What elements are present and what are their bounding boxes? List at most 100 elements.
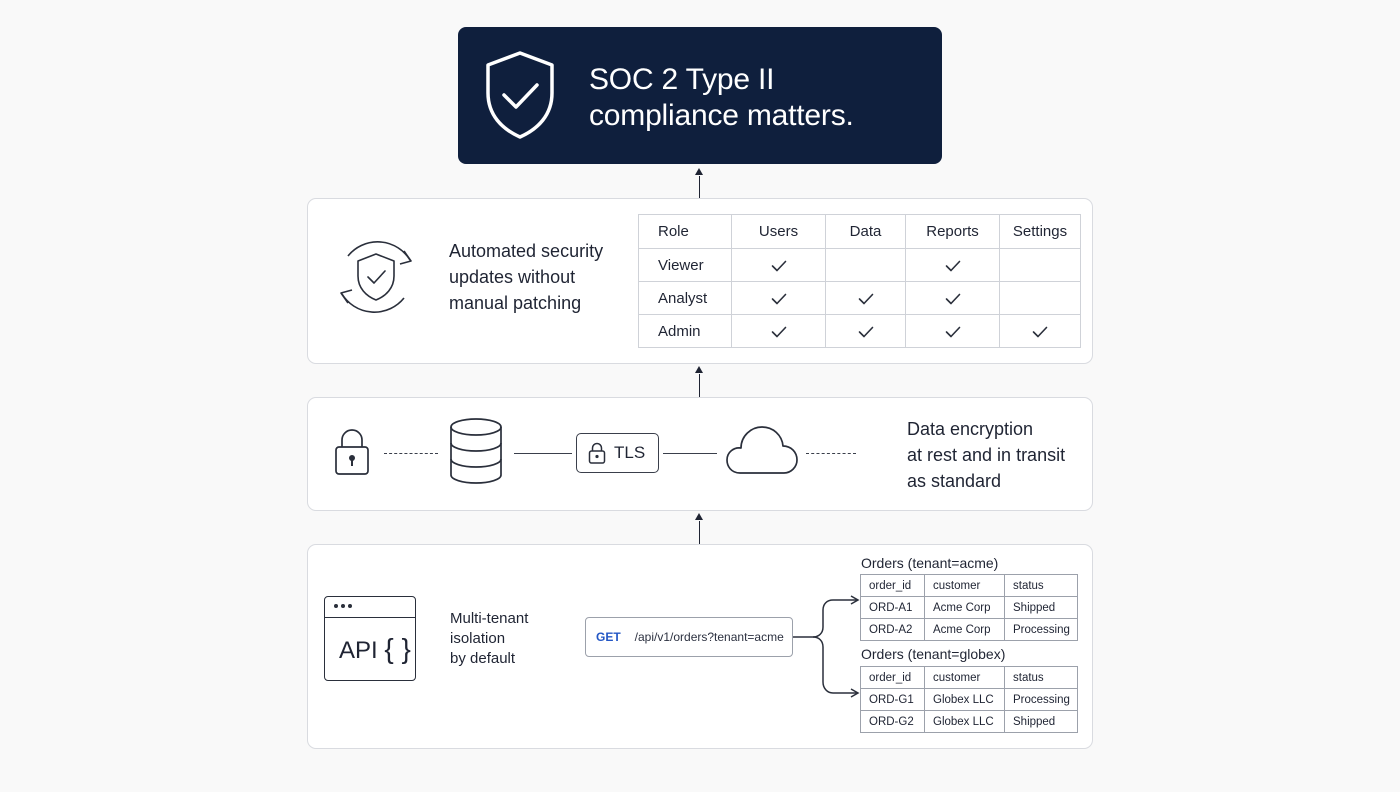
encryption-text-line-1: Data encryption (907, 419, 1034, 439)
tls-lock-icon (588, 442, 606, 464)
header-users: Users (731, 214, 826, 249)
check-icon (1032, 326, 1048, 337)
table-cell: ORD-A2 (860, 618, 925, 641)
check-icon (945, 326, 960, 337)
shield-check-icon (486, 51, 554, 139)
permission-cell (825, 248, 906, 282)
tls-label: TLS (614, 443, 646, 462)
arrow-line-1 (698, 176, 700, 198)
table-cell: order_id (860, 666, 925, 689)
isolation-text-line-1: Multi-tenant (450, 610, 529, 627)
table-row: Viewer (638, 248, 1081, 282)
table-cell: Processing (1004, 618, 1078, 641)
permission-cell (905, 248, 1000, 282)
header-role: Role (638, 214, 732, 249)
permission-cell (731, 314, 826, 348)
branch-arrows (793, 595, 860, 698)
updates-description: Automated security updates without manua… (449, 238, 603, 316)
encryption-text-line-3: as standard (907, 471, 1002, 491)
hero-title: SOC 2 Type II compliance matters. (589, 62, 854, 134)
permission-cell (825, 314, 906, 348)
table-cell: Processing (1004, 688, 1078, 711)
orders-acme-title: Orders (tenant=acme) (861, 555, 999, 571)
permission-cell (999, 248, 1081, 282)
solid-connector-1 (514, 453, 572, 454)
header-data: Data (825, 214, 906, 249)
updates-text-line-3: manual patching (449, 293, 582, 313)
permission-cell (825, 281, 906, 315)
request-path: /api/v1/orders?tenant=acme (634, 630, 784, 644)
check-icon (858, 326, 873, 337)
check-icon (771, 293, 786, 304)
encryption-card (307, 397, 1093, 511)
role-name-cell: Admin (638, 314, 732, 348)
arrow-head-3 (695, 513, 703, 520)
permission-cell (731, 248, 826, 282)
permission-cell (999, 314, 1081, 348)
table-cell: status (1004, 574, 1078, 597)
check-icon (945, 293, 960, 304)
arrow-head-2 (695, 366, 703, 373)
lock-icon (335, 429, 369, 475)
table-row: Analyst (638, 281, 1081, 315)
database-icon (450, 418, 502, 484)
hero-title-line-2: compliance matters. (589, 99, 854, 132)
table-cell: Shipped (1004, 596, 1078, 619)
table-cell: order_id (860, 574, 925, 597)
isolation-text-line-2: isolation (450, 630, 506, 647)
arrow-line-2 (698, 374, 700, 397)
role-name-cell: Analyst (638, 281, 732, 315)
check-icon (771, 260, 786, 271)
table-cell: Globex LLC (924, 710, 1005, 733)
header-settings: Settings (999, 214, 1081, 249)
table-cell: Globex LLC (924, 688, 1005, 711)
tls-badge: TLS (576, 433, 659, 473)
permission-cell (905, 314, 1000, 348)
encryption-text-line-2: at rest and in transit (907, 445, 1066, 465)
table-cell: ORD-G1 (860, 688, 925, 711)
api-braces: { } (384, 633, 411, 664)
solid-connector-2 (663, 453, 717, 454)
permission-cell (905, 281, 1000, 315)
isolation-text-line-3: by default (450, 650, 516, 667)
orders-globex-title: Orders (tenant=globex) (861, 646, 1006, 662)
hero-title-line-1: SOC 2 Type II (589, 63, 775, 96)
arrow-line-3 (698, 521, 700, 544)
encryption-description: Data encryption at rest and in transit a… (907, 416, 1065, 494)
table-header-row: Role Users Data Reports Settings (638, 214, 1081, 249)
table-cell: Shipped (1004, 710, 1078, 733)
dashed-connector-1 (384, 453, 438, 454)
table-row: Admin (638, 314, 1081, 348)
isolation-description: Multi-tenant isolation by default (450, 609, 528, 669)
table-cell: status (1004, 666, 1078, 689)
dashed-connector-2 (806, 453, 856, 454)
check-icon (771, 326, 786, 337)
arrow-head-1 (695, 168, 703, 175)
request-verb: GET (596, 630, 621, 644)
header-reports: Reports (905, 214, 1000, 249)
permission-cell (999, 281, 1081, 315)
table-cell: ORD-G2 (860, 710, 925, 733)
check-icon (945, 260, 960, 271)
table-cell: customer (924, 574, 1005, 597)
updates-text-line-1: Automated security (449, 241, 604, 261)
role-name-cell: Viewer (638, 248, 732, 282)
api-window-icon: API { } (324, 596, 416, 681)
updates-text-line-2: updates without (449, 267, 576, 287)
api-request-box: GET /api/v1/orders?tenant=acme (585, 617, 793, 657)
api-label: API (339, 637, 378, 664)
table-cell: Acme Corp (924, 596, 1005, 619)
table-cell: Acme Corp (924, 618, 1005, 641)
cloud-icon (726, 426, 798, 474)
hero-banner: SOC 2 Type II compliance matters. (458, 27, 942, 164)
permission-cell (731, 281, 826, 315)
